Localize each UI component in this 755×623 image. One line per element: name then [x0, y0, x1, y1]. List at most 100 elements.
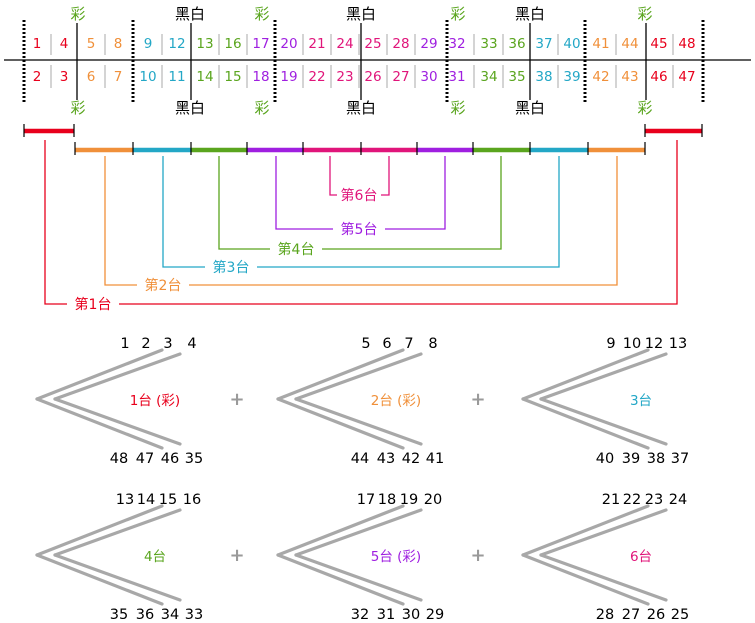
panel-page-bottom: 34: [161, 607, 179, 623]
machine-bracket: [104, 156, 618, 286]
panel-page-bottom: 26: [647, 607, 665, 623]
panel-page-top: 21: [602, 492, 620, 508]
page-number-bottom: 42: [592, 69, 609, 85]
panel-page-bottom: 33: [185, 607, 203, 623]
panel-page-top: 1: [120, 336, 129, 352]
page-number-bottom: 6: [87, 69, 96, 85]
page-number-bottom: 2: [33, 69, 42, 85]
page-number-bottom: 30: [420, 69, 437, 85]
panel-page-bottom: 30: [402, 607, 420, 623]
page-number-top: 4: [60, 36, 69, 52]
page-number-top: 33: [480, 36, 497, 52]
panel-page-top: 19: [400, 492, 418, 508]
page-number-bottom: 31: [448, 69, 465, 85]
signature-fold-line: [294, 397, 423, 446]
page-number-bottom: 47: [678, 69, 695, 85]
panel-page-bottom: 42: [402, 451, 420, 467]
panel-page-top: 18: [378, 492, 396, 508]
signature-fold-line: [521, 553, 650, 606]
page-number-bottom: 7: [114, 69, 123, 85]
signature-fold-line: [294, 553, 423, 602]
plus-sign: +: [229, 545, 244, 566]
signature-fold-line: [539, 508, 668, 557]
panel-page-top: 15: [159, 492, 177, 508]
page-number-top: 41: [592, 36, 609, 52]
signature-fold-line: [539, 352, 668, 401]
panel-page-bottom: 40: [596, 451, 614, 467]
page-number-top: 48: [678, 36, 695, 52]
section-header-bottom: 彩: [70, 99, 85, 117]
signature-panel: [35, 348, 182, 450]
panel-page-top: 13: [669, 336, 687, 352]
section-header-bottom: 彩: [637, 99, 652, 117]
panel-page-top: 20: [424, 492, 442, 508]
machine-label: 第4台: [278, 241, 315, 258]
section-header-top: 彩: [70, 5, 85, 23]
machine-label: 第6台: [341, 187, 378, 204]
page-number-bottom: 27: [392, 69, 409, 85]
panel-page-bottom: 37: [671, 451, 689, 467]
page-number-top: 32: [448, 36, 465, 52]
panel-page-bottom: 32: [351, 607, 369, 623]
signature-fold-line: [276, 397, 405, 450]
section-header-bottom: 彩: [254, 99, 269, 117]
panel-page-bottom: 46: [161, 451, 179, 467]
machine-bracket: [162, 156, 560, 268]
page-number-top: 5: [87, 36, 96, 52]
signature-panel: [35, 504, 182, 606]
signature-panel: [521, 504, 668, 606]
page-number-top: 29: [420, 36, 437, 52]
panel-page-bottom: 47: [136, 451, 154, 467]
signature-fold-line: [521, 397, 650, 450]
signature-fold-line: [521, 504, 650, 557]
signature-fold-line: [53, 352, 182, 401]
panel-page-bottom: 31: [377, 607, 395, 623]
machine-label: 第3台: [213, 259, 250, 276]
page-number-bottom: 14: [196, 69, 213, 85]
page-number-top: 20: [280, 36, 297, 52]
signature-panel: [276, 504, 423, 606]
panel-page-top: 7: [404, 336, 413, 352]
section-header-top: 彩: [637, 5, 652, 23]
panel-page-bottom: 35: [110, 607, 128, 623]
panel-page-bottom: 43: [377, 451, 395, 467]
page-number-top: 17: [252, 36, 269, 52]
page-number-top: 21: [308, 36, 325, 52]
section-header-bottom: 彩: [450, 99, 465, 117]
panel-page-top: 22: [623, 492, 641, 508]
signature-fold-line: [294, 508, 423, 557]
panel-label: 6台: [630, 549, 652, 565]
section-header-bottom: 黑白: [346, 99, 376, 117]
signature-fold-line: [539, 397, 668, 446]
signature-fold-line: [53, 553, 182, 602]
page-number-top: 9: [144, 36, 153, 52]
page-number-bottom: 35: [508, 69, 525, 85]
page-number-bottom: 34: [480, 69, 497, 85]
machine-label: 第1台: [75, 296, 112, 313]
page-number-top: 36: [508, 36, 525, 52]
signature-fold-line: [276, 553, 405, 606]
signature-fold-line: [539, 553, 668, 602]
signature-fold-line: [53, 397, 182, 446]
signature-fold-line: [35, 348, 164, 401]
panel-label: 4台: [144, 549, 166, 565]
panel-page-top: 14: [137, 492, 155, 508]
page-number-top: 8: [114, 36, 123, 52]
panel-page-bottom: 29: [426, 607, 444, 623]
signature-fold-line: [521, 348, 650, 401]
page-number-bottom: 19: [280, 69, 297, 85]
section-header-top: 黑白: [346, 5, 376, 23]
page-number-bottom: 15: [224, 69, 241, 85]
page-number-top: 16: [224, 36, 241, 52]
plus-sign: +: [470, 545, 485, 566]
signature-fold-line: [35, 397, 164, 450]
signature-panel: [521, 348, 668, 450]
panel-page-top: 4: [187, 336, 196, 352]
page-number-top: 25: [364, 36, 381, 52]
panel-page-top: 12: [645, 336, 663, 352]
panel-page-top: 23: [645, 492, 663, 508]
page-number-bottom: 18: [252, 69, 269, 85]
plus-sign: +: [470, 389, 485, 410]
section-header-bottom: 黑白: [175, 99, 205, 117]
